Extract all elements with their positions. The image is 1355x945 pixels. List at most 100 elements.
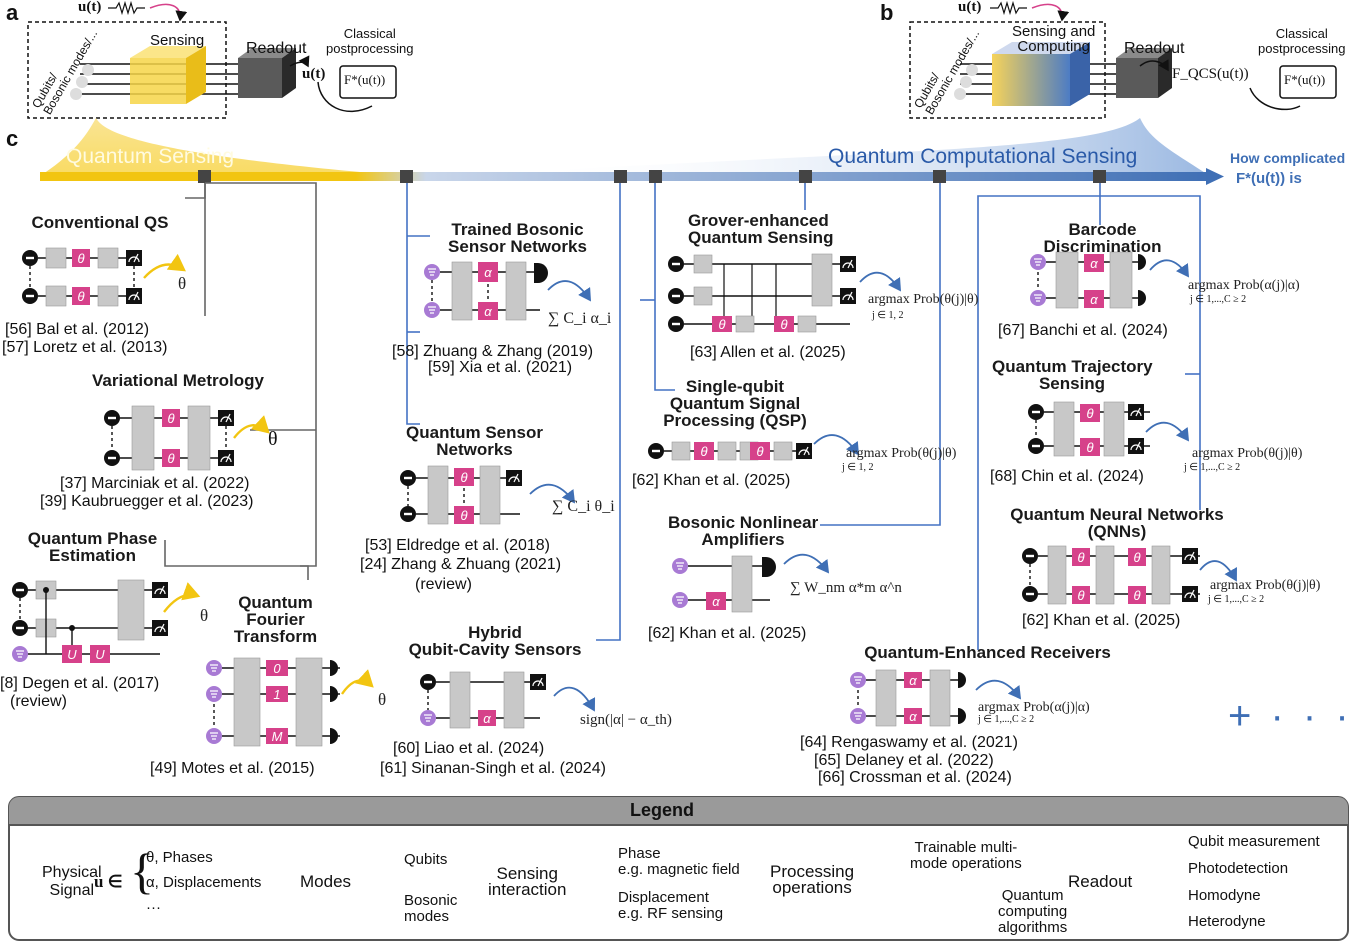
- sensing-interaction-box: [478, 262, 498, 282]
- processing-operation-box: [449, 671, 471, 729]
- legend-signal-2: ···: [146, 899, 161, 916]
- qubit-measurement-icon: [796, 443, 812, 459]
- sensing-interaction-symbol: θ: [77, 289, 84, 304]
- output-arrow: [1145, 421, 1190, 442]
- entry-output-subscript-qsp: j ∈ 1, 2: [842, 462, 874, 473]
- qubit-icon-bar: [108, 416, 116, 420]
- entry-title-bna: Bosonic Nonlinear Amplifiers: [668, 513, 819, 549]
- sensing-interaction-box: [712, 316, 732, 332]
- sensing-interaction-box: [904, 708, 922, 724]
- sensing-interaction-box: [1080, 404, 1100, 422]
- bosonic-mode-icon-lines: [428, 268, 436, 276]
- processing-operation-box: [773, 441, 793, 461]
- sensing-interaction-symbol: α: [909, 709, 917, 724]
- output-arrow: [233, 415, 270, 439]
- sensing-interaction-symbol: 0: [273, 661, 281, 676]
- bosonic-mode-icon-lines: [16, 650, 24, 658]
- entry-output-qnn: argmax Prob(θ(j)|θ): [1210, 578, 1321, 593]
- sensing-interaction-box: [162, 449, 180, 467]
- control-dot: [69, 625, 75, 631]
- processing-operation-box: [797, 315, 817, 333]
- sensing-interaction-symbol: α: [1090, 256, 1098, 271]
- entry-output-hybrid: sign(|α| − α_th): [580, 712, 672, 728]
- processing-operation-box: [451, 261, 473, 321]
- sensing-interaction-symbol: U: [95, 647, 105, 662]
- legend-bosonic: Bosonic modes: [404, 892, 458, 925]
- entry-reference-qer: [64] Rengaswamy et al. (2021): [800, 734, 1018, 751]
- qubit-measurement-icon: [218, 450, 234, 466]
- sensing-interaction-box: [162, 409, 180, 427]
- sensing-interaction-box: [1084, 254, 1104, 272]
- qubit-icon-bar: [1026, 554, 1034, 558]
- output-arrow: [143, 253, 186, 279]
- entry-reference-trained-bosonic: [58] Zhuang & Zhang (2019): [392, 343, 594, 360]
- entry-reference-barcode: [67] Banchi et al. (2024): [998, 322, 1168, 339]
- processing-operation-box: [735, 315, 755, 333]
- sensing-interaction-box: [454, 506, 474, 524]
- processing-operation-box: [1055, 251, 1079, 309]
- panel-b-readout-output: F_QCS(u(t)): [1172, 66, 1249, 82]
- control-dot: [43, 587, 49, 593]
- entry-title-grover: Grover-enhanced Quantum Sensing: [688, 211, 834, 247]
- qubit-measurement-glyph: [1184, 551, 1196, 561]
- processing-operation-box: [693, 286, 713, 306]
- sensing-interaction-symbol: α: [1090, 292, 1098, 307]
- qubit-icon-bar: [108, 456, 116, 460]
- processing-operation-box: [1103, 401, 1125, 457]
- sensing-interaction-symbol: θ: [1133, 550, 1140, 565]
- photodetection-icon: [958, 708, 966, 724]
- legend-qc-algorithms: Quantum computing algorithms: [998, 887, 1068, 936]
- sensing-interaction-box: [706, 592, 726, 610]
- bosonic-mode-icon-lines: [854, 712, 862, 720]
- processing-operation-box: [1109, 251, 1133, 309]
- output-arrow: [783, 553, 830, 574]
- sensing-interaction-symbol: θ: [1077, 550, 1084, 565]
- panel-b-sensing: Sensing and Computing: [1012, 23, 1096, 55]
- processing-operation-box: [427, 465, 449, 525]
- entry-title-qer: Quantum-Enhanced Receivers: [864, 643, 1111, 662]
- qubit-measurement-icon: [126, 250, 142, 266]
- qubit-measurement-glyph: [842, 291, 854, 301]
- sensing-interaction-box: [72, 249, 90, 267]
- entry-reference-variational-metrology: [39] Kaubruegger et al. (2023): [40, 493, 254, 510]
- sensing-interaction-symbol: θ: [756, 444, 763, 459]
- entry-reference-trained-bosonic: [59] Xia et al. (2021): [428, 359, 573, 376]
- photodetection-icon: [330, 660, 338, 676]
- bosonic-mode-icon-lines: [1034, 294, 1042, 302]
- entry-title-qpe: Quantum Phase Estimation: [27, 529, 158, 565]
- sensing-interaction-box: [266, 660, 288, 676]
- connector-lines: [164, 182, 1201, 650]
- legend-physical-signal: Physical Signal: [42, 864, 102, 899]
- processing-operation-box: [1047, 545, 1067, 605]
- output-arrow: [163, 582, 201, 613]
- sensing-interaction-symbol: 1: [273, 687, 280, 702]
- photodetection-icon: [958, 672, 966, 688]
- qubit-measurement-icon: [126, 288, 142, 304]
- legend-trainable: Trainable multi- mode operations: [910, 839, 1022, 872]
- processing-operation-box: [717, 441, 737, 461]
- qubit-icon-bar: [16, 626, 24, 630]
- sensing-interaction-symbol: M: [272, 729, 283, 744]
- entry-reference-qpe: [8] Degen et al. (2017): [0, 675, 160, 692]
- processing-operation-box: [1095, 545, 1115, 605]
- entry-title-qsn: Quantum Sensor Networks: [406, 423, 543, 459]
- photodetection-icon: [1138, 254, 1146, 270]
- sensing-interaction-symbol: θ: [1077, 588, 1084, 603]
- legend-qubit-measurement: Qubit measurement: [1188, 833, 1320, 850]
- timeline-right-label: Quantum Computational Sensing: [828, 145, 1138, 168]
- sensing-interaction-symbol: θ: [167, 451, 174, 466]
- sensing-interaction-symbol: θ: [167, 411, 174, 426]
- output-arrow: [341, 669, 374, 695]
- entry-reference-qer: [66] Crossman et al. (2024): [818, 769, 1012, 786]
- entry-title-qnn: Quantum Neural Networks (QNNs): [1010, 505, 1224, 541]
- timeline-axis-label-1: How complicated: [1230, 150, 1346, 166]
- entry-reference-bna: [62] Khan et al. (2025): [648, 625, 807, 642]
- output-arrow: [529, 483, 576, 504]
- entry-output-subscript-qer: j ∈ 1,...,C ≥ 2: [978, 714, 1035, 725]
- qubit-measurement-glyph: [532, 677, 544, 687]
- sensing-interaction-symbol: α: [483, 711, 491, 726]
- processing-operation-box: [45, 285, 67, 307]
- entry-output-subscript-barcode: j ∈ 1,...,C ≥ 2: [1190, 294, 1247, 305]
- sensing-interaction-box: [1080, 438, 1100, 456]
- processing-operation-box: [875, 669, 897, 727]
